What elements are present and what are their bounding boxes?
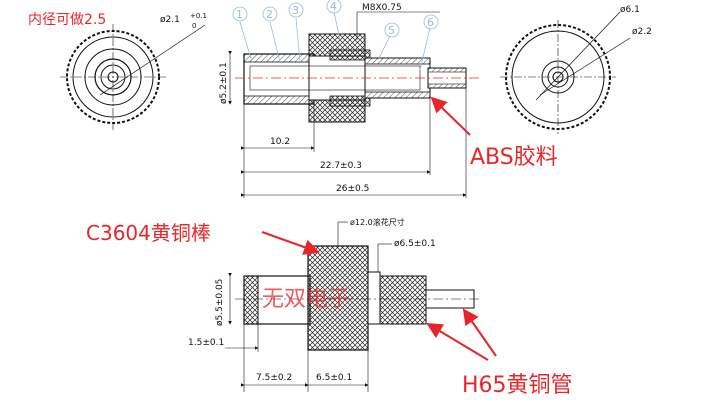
bottom-side-view xyxy=(225,221,480,392)
diameter-2-2: ø2.2 xyxy=(632,27,652,37)
thread-dimension: M8X0.75 xyxy=(362,3,402,13)
callout-5: 5 xyxy=(388,24,395,37)
length-22: 22.7±0.3 xyxy=(320,161,362,171)
length-6-5: 6.5±0.1 xyxy=(316,373,352,383)
callout-1: 1 xyxy=(236,8,243,21)
inner-diameter-note: 内径可做2.5 xyxy=(28,12,106,28)
abs-material-label: ABS胶料 xyxy=(470,145,558,170)
h65-material-label: H65黄铜管 xyxy=(462,373,573,398)
diameter-6-1: ø6.1 xyxy=(620,5,640,15)
length-1-5: 1.5±0.1 xyxy=(188,338,224,348)
knurl-dimension: ø12.0滚花尺寸 xyxy=(350,217,405,227)
bore-dimension: ø2.1 xyxy=(160,15,180,25)
left-end-view xyxy=(60,24,206,130)
watermark: 无双电子 xyxy=(262,287,350,312)
callout-4: 4 xyxy=(330,0,337,13)
diameter-5-5: ø5.5±0.05 xyxy=(215,279,225,326)
height-dimension: ø5.2±0.1 xyxy=(219,62,229,104)
length-7-5: 7.5±0.2 xyxy=(256,373,292,383)
diameter-6-5: ø6.5±0.1 xyxy=(394,239,436,249)
length-26: 26±0.5 xyxy=(336,184,369,194)
right-end-view xyxy=(500,11,631,134)
top-side-view xyxy=(228,11,480,198)
bore-tol-upper: +0.1 xyxy=(190,12,207,20)
callout-6: 6 xyxy=(427,16,434,29)
c3604-material-label: C3604黄铜棒 xyxy=(86,221,211,245)
length-10: 10.2 xyxy=(270,137,290,147)
bore-tol-lower: 0 xyxy=(192,22,196,30)
callout-2: 2 xyxy=(266,8,273,21)
callout-3: 3 xyxy=(292,4,299,17)
